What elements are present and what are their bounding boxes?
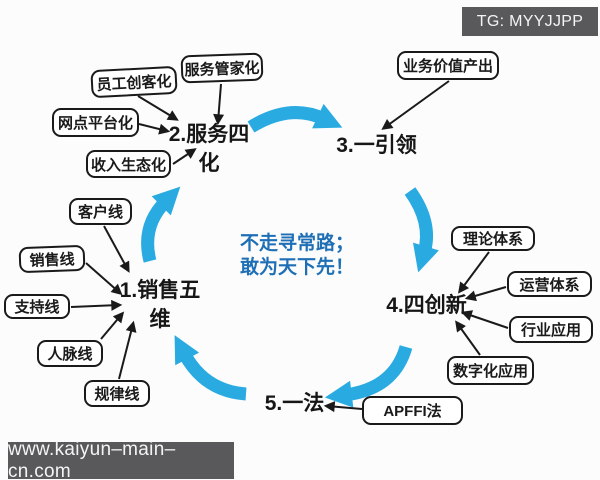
callout-digital-application: 数字化应用: [447, 356, 534, 385]
callout-business-value-output: 业务价值产出: [397, 51, 499, 80]
node1-line1: 1.销售五: [119, 279, 201, 302]
connector-employee-maker: [137, 95, 179, 121]
callout-outlet-platform: 网点平台化: [52, 108, 139, 137]
connector-sales-line: [85, 262, 123, 296]
node2-line2: 化: [198, 152, 220, 175]
callout-support-line: 支持线: [4, 294, 70, 319]
node-label-3-one-leadership: 3.一引领: [336, 134, 417, 157]
callout-rule-line: 规律线: [84, 380, 150, 407]
callout-operation-system: 运营体系: [507, 271, 592, 297]
callout-apffi-method: APFFI法: [362, 396, 463, 425]
website-watermark-badge: www.kaiyun–main–cn.com: [8, 439, 234, 480]
cycle-arrow-node4-to-node5: [324, 344, 413, 408]
connector-service-stewardship: [213, 83, 225, 126]
connector-support-line: [70, 299, 123, 311]
connector-industry-application: [460, 310, 509, 329]
connector-operation-system: [464, 286, 507, 302]
node-label-4-four-innovations: 4.四创新: [386, 294, 467, 317]
motto-line1: 不走寻常路；: [239, 233, 354, 254]
callout-employee-maker: 员工创客化: [90, 65, 178, 99]
node-label-5-one-method: 5.一法: [264, 392, 325, 415]
callout-network-line: 人脉线: [37, 340, 103, 367]
connector-revenue-ecosystem: [172, 148, 197, 165]
node-label-2-service-four-izations: 2.服务四 化: [164, 120, 254, 178]
connector-business-value: [381, 80, 450, 130]
callout-service-stewardship: 服务管家化: [180, 52, 264, 84]
callout-customer-line: 客户线: [69, 198, 132, 225]
node1-line2: 维: [149, 308, 171, 331]
callout-theory-system: 理论体系: [451, 226, 535, 251]
callout-revenue-ecosystem: 收入生态化: [86, 150, 171, 178]
center-motto: 不走寻常路； 敢为天下先！: [234, 232, 360, 280]
telegram-watermark-badge: TG: MYYJJPP: [462, 7, 598, 36]
callout-industry-application: 行业应用: [509, 316, 593, 343]
connector-rule-line: [118, 320, 137, 380]
connector-apffi-method: [323, 401, 363, 413]
connector-network-line: [100, 311, 125, 340]
motto-line2: 敢为天下先！: [239, 257, 354, 278]
node2-line1: 2.服务四: [168, 123, 250, 146]
node-label-1-sales-five-dimensions: 1.销售五 维: [112, 276, 208, 334]
cycle-arrow-node3-to-node4: [404, 187, 439, 273]
cycle-arrow-node2-to-node3: [247, 103, 343, 133]
cycle-arrow-node1-to-node2: [141, 186, 181, 263]
connector-digital-application: [455, 320, 481, 356]
connector-theory-system: [458, 251, 490, 294]
connector-customer-line: [103, 225, 130, 273]
connector-outlet-platform: [138, 123, 171, 135]
callout-sales-line: 销售线: [18, 244, 86, 274]
cycle-arrow-node5-to-node1: [174, 335, 247, 401]
